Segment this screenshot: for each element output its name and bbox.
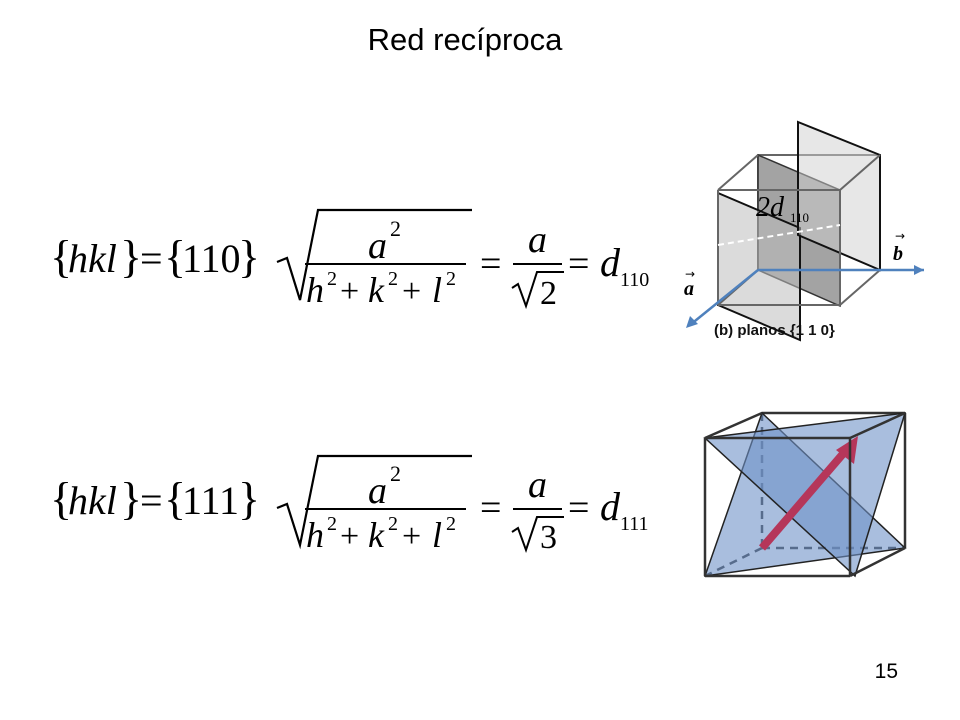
spacing-dashed-line [717, 224, 841, 246]
normal-vector-arrowhead [836, 436, 858, 464]
axis-b-arrowhead [914, 265, 924, 275]
sqrt-sign [276, 454, 472, 550]
numerator-exp: 2 [390, 216, 401, 241]
figure-planes-110: 2d 110 b → a → (b) planos {1 1 0} [676, 110, 926, 346]
lhs-open-brace: { [50, 473, 72, 524]
spacing-subscript: 110 [790, 210, 809, 225]
simplified-numerator: a [528, 219, 547, 261]
denom-exp-l: 2 [446, 513, 456, 535]
denom-exp-l: 2 [446, 268, 456, 290]
rhs-close-brace: } [238, 231, 260, 282]
spacing-label: 2d [756, 192, 785, 223]
plus-sign: + [402, 518, 421, 555]
sqrt-sign [276, 208, 472, 301]
axis-a-label: a [684, 278, 694, 300]
denom-term-h: h [306, 515, 324, 555]
sqrt-radicand: 3 [540, 519, 557, 556]
equals-sign: = [480, 487, 501, 529]
sqrt-sign [511, 271, 564, 310]
equals-sign: = [568, 243, 589, 285]
axis-a-line [689, 269, 759, 326]
denom-exp-k: 2 [388, 268, 398, 290]
denom-term-k: k [368, 515, 385, 555]
sqrt-radicand: 2 [540, 275, 557, 312]
numerator-exp: 2 [390, 461, 401, 486]
denom-term-k: k [368, 270, 385, 310]
denom-exp-k: 2 [388, 513, 398, 535]
page-number: 15 [874, 660, 898, 683]
equals-sign: = [568, 487, 589, 529]
cube-front [703, 411, 906, 578]
result-symbol: d [600, 240, 621, 285]
vector-arrow-icon: → [895, 229, 905, 243]
sqrt-sign [511, 516, 564, 554]
lhs-indices: 110 [182, 236, 241, 281]
equals-sign: = [480, 243, 501, 285]
equation-111: { hkl } = { 111 } a 2 h 2 + k 2 + l 2 = … [50, 454, 649, 556]
figure-caption: (b) planos {1 1 0} [714, 322, 835, 339]
plus-sign: + [340, 273, 359, 310]
figure-planes-111 [700, 408, 910, 580]
denom-term-l: l [432, 515, 442, 555]
lhs-close-brace: } [120, 231, 142, 282]
equals-sign: = [140, 478, 163, 523]
rhs-open-brace: { [164, 231, 186, 282]
lhs-open-brace: { [50, 231, 72, 282]
rhs-close-brace: } [238, 473, 260, 524]
normal-vector-arrow [758, 445, 852, 551]
denom-exp-h: 2 [327, 268, 337, 290]
result-subscript: 110 [620, 269, 649, 291]
plus-sign: + [340, 518, 359, 555]
rhs-open-brace: { [164, 473, 186, 524]
lhs-letters: hkl [68, 236, 117, 281]
denom-exp-h: 2 [327, 513, 337, 535]
lhs-letters: hkl [68, 478, 117, 523]
denom-term-l: l [432, 270, 442, 310]
axis-a-arrowhead [686, 316, 698, 328]
numerator: a [368, 470, 387, 512]
lhs-close-brace: } [120, 473, 142, 524]
plus-sign: + [402, 273, 421, 310]
axis-b-label: b [893, 243, 903, 265]
vector-arrow-icon: → [685, 267, 695, 281]
equals-sign: = [140, 236, 163, 281]
result-symbol: d [600, 484, 621, 529]
slide-title: Red recíproca [367, 22, 563, 57]
lhs-indices: 111 [182, 478, 239, 523]
simplified-numerator: a [528, 464, 547, 506]
numerator: a [368, 225, 387, 267]
result-subscript: 111 [620, 513, 649, 535]
denom-term-h: h [306, 270, 324, 310]
equation-110: { hkl } = { 110 } a 2 h 2 + k 2 + l 2 = … [50, 208, 649, 312]
